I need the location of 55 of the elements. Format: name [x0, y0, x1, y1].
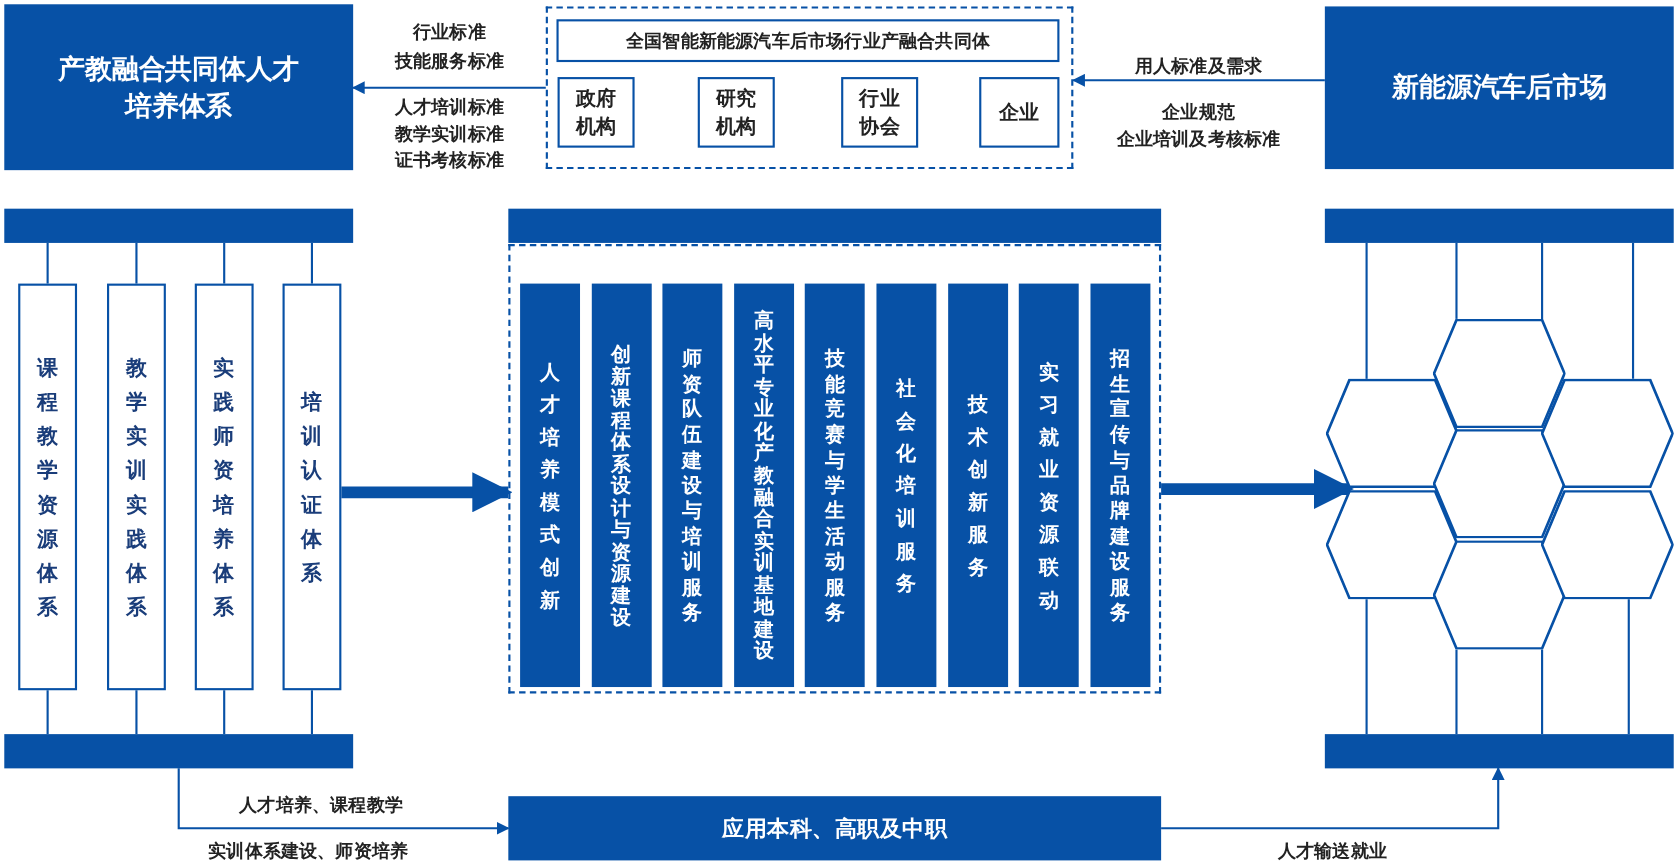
note-text: 人才培训标准	[392, 94, 507, 120]
connector-line	[310, 690, 313, 735]
connector-line	[310, 242, 313, 284]
service-box: 高水平专业化产教融合实训基地建设	[733, 283, 794, 688]
service-box: 师资队伍建设与培训服务	[662, 283, 723, 688]
edge-label: 用人标准及需求	[1132, 54, 1265, 79]
connector-line	[46, 690, 49, 735]
connector-line	[1632, 242, 1635, 379]
connector-line	[135, 242, 138, 284]
connector-line	[223, 242, 226, 284]
arrow	[1161, 767, 1505, 830]
service-box: 实习就业资源联动	[1019, 283, 1079, 688]
note-text: 企业培训及考核标准	[1114, 126, 1283, 152]
note-text: 企业规范	[1160, 100, 1238, 125]
system-box: 培训认证体系	[282, 283, 342, 691]
connector-line	[1365, 242, 1368, 379]
bar	[4, 208, 354, 243]
title-box: 产教融合共同体人才培养体系	[4, 4, 354, 171]
connector-line	[223, 690, 226, 735]
connector-line	[1541, 649, 1544, 735]
bar	[1324, 208, 1674, 243]
connector-line	[1455, 242, 1458, 319]
block-arrow	[341, 472, 513, 513]
connector-line	[46, 242, 49, 284]
edge-label: 人才输送就业	[1275, 838, 1390, 864]
dashed-frame	[508, 244, 1162, 694]
member-box: 研究机构	[697, 77, 775, 148]
member-box: 政府机构	[557, 77, 635, 148]
service-box: 人才培养模式创新	[520, 283, 580, 688]
heading-box: 全国智能新能源汽车后市场行业产融合共同体	[556, 19, 1060, 63]
title-box: 新能源汽车后市场	[1324, 6, 1674, 170]
arrow	[177, 768, 510, 835]
arrow	[1072, 73, 1325, 87]
service-box: 社会化培训服务	[876, 283, 937, 688]
bar	[4, 734, 354, 769]
connector-line	[1455, 649, 1458, 735]
connector-line	[1627, 599, 1630, 735]
note-text: 证书考核标准	[392, 148, 507, 173]
connector-line	[135, 690, 138, 735]
member-box: 企业	[979, 77, 1060, 148]
service-box: 创新课程体系设计与资源建设	[591, 283, 652, 688]
bar	[508, 208, 1162, 243]
system-box: 课程教学资源体系	[18, 283, 78, 691]
system-box: 教学实训实践体系	[107, 283, 166, 691]
service-box: 招生宣传与品牌建设服务	[1090, 283, 1151, 688]
bar	[1324, 734, 1674, 769]
system-box: 实践师资培养体系	[194, 283, 254, 691]
edge-label: 人才培养、课程教学	[237, 792, 406, 818]
service-box: 技术创新服务	[947, 283, 1008, 688]
connector-line	[1541, 242, 1544, 319]
school-box: 应用本科、高职及中职	[508, 796, 1162, 861]
service-box: 技能竞赛与学生活动服务	[805, 283, 866, 688]
member-box: 行业协会	[841, 77, 919, 148]
connector-line	[1365, 599, 1368, 735]
dashed-frame	[545, 6, 1074, 170]
